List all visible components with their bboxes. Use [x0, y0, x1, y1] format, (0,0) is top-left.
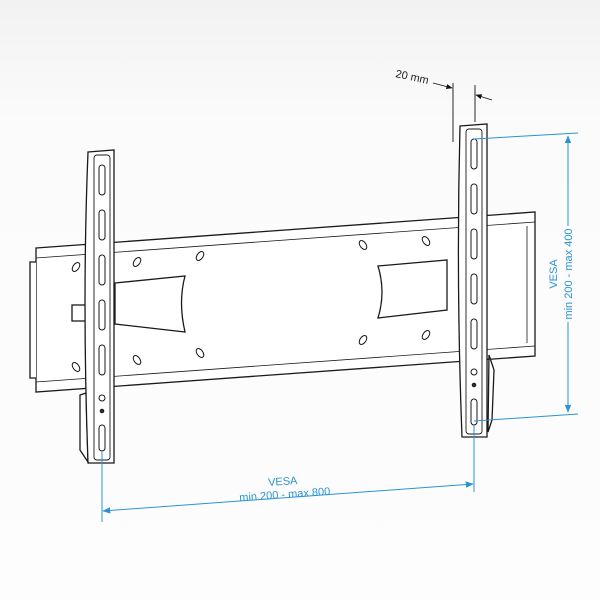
mounting-holes	[71, 236, 431, 372]
horizontal-vesa-title: VESA	[268, 475, 299, 489]
depth-dimension	[432, 82, 493, 142]
right-vertical-bracket	[457, 123, 495, 438]
vertical-vesa-range: min 200 - max 400	[563, 228, 575, 319]
horizontal-vesa-range: min 200 - max 800	[239, 486, 331, 504]
wall-plate	[29, 211, 536, 393]
vertical-vesa-dimension	[473, 132, 579, 422]
depth-label: 20 mm	[394, 68, 429, 87]
left-arm	[114, 275, 186, 333]
left-vertical-bracket	[79, 149, 115, 465]
vertical-vesa-title: VESA	[548, 259, 560, 289]
horizontal-vesa-dimension	[101, 425, 475, 522]
right-arm	[377, 259, 448, 319]
